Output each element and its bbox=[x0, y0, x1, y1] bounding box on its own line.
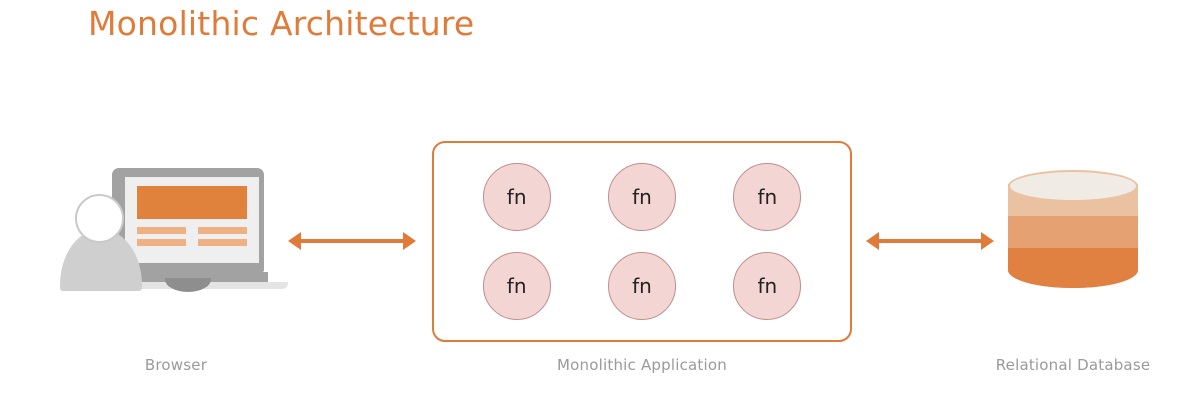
laptop-screen bbox=[125, 177, 259, 263]
function-node: fn bbox=[607, 251, 676, 320]
database-caption: Relational Database bbox=[995, 356, 1151, 374]
function-node: fn bbox=[607, 163, 676, 232]
application-caption: Monolithic Application bbox=[557, 356, 727, 374]
function-node: fn bbox=[733, 251, 802, 320]
screen-text-bar bbox=[198, 239, 247, 246]
page-title: Monolithic Architecture bbox=[88, 4, 475, 43]
laptop-trackpad-notch bbox=[165, 278, 211, 292]
screen-text-bar bbox=[137, 227, 186, 234]
database-band bbox=[1008, 248, 1138, 288]
arrow-shaft bbox=[877, 239, 983, 243]
screen-text-bar bbox=[198, 227, 247, 234]
connector-browser-to-application bbox=[288, 228, 416, 254]
screen-text-bar bbox=[137, 239, 186, 246]
avatar-head bbox=[75, 194, 124, 243]
arrow-head-left-icon bbox=[288, 232, 301, 250]
arrow-head-left-icon bbox=[866, 232, 879, 250]
arrow-shaft bbox=[299, 239, 405, 243]
arrow-head-right-icon bbox=[403, 232, 416, 250]
function-node: fn bbox=[482, 251, 551, 320]
laptop-bezel bbox=[112, 168, 264, 272]
function-grid: fn fn fn fn fn fn bbox=[432, 141, 852, 342]
browser-caption: Browser bbox=[144, 356, 208, 374]
laptop-icon bbox=[96, 168, 288, 292]
function-node: fn bbox=[482, 163, 551, 232]
database-band bbox=[1008, 216, 1138, 248]
connector-application-to-database bbox=[866, 228, 994, 254]
function-node: fn bbox=[733, 163, 802, 232]
screen-banner-block bbox=[137, 186, 247, 219]
user-avatar-icon bbox=[60, 194, 142, 291]
laptop-base bbox=[108, 272, 268, 282]
arrow-head-right-icon bbox=[981, 232, 994, 250]
browser-node bbox=[60, 168, 292, 308]
relational-database-node bbox=[1008, 170, 1138, 310]
monolithic-application-node: fn fn fn fn fn fn bbox=[432, 141, 852, 342]
database-top-ellipse bbox=[1008, 170, 1138, 202]
database-cylinder-icon bbox=[1008, 170, 1138, 300]
